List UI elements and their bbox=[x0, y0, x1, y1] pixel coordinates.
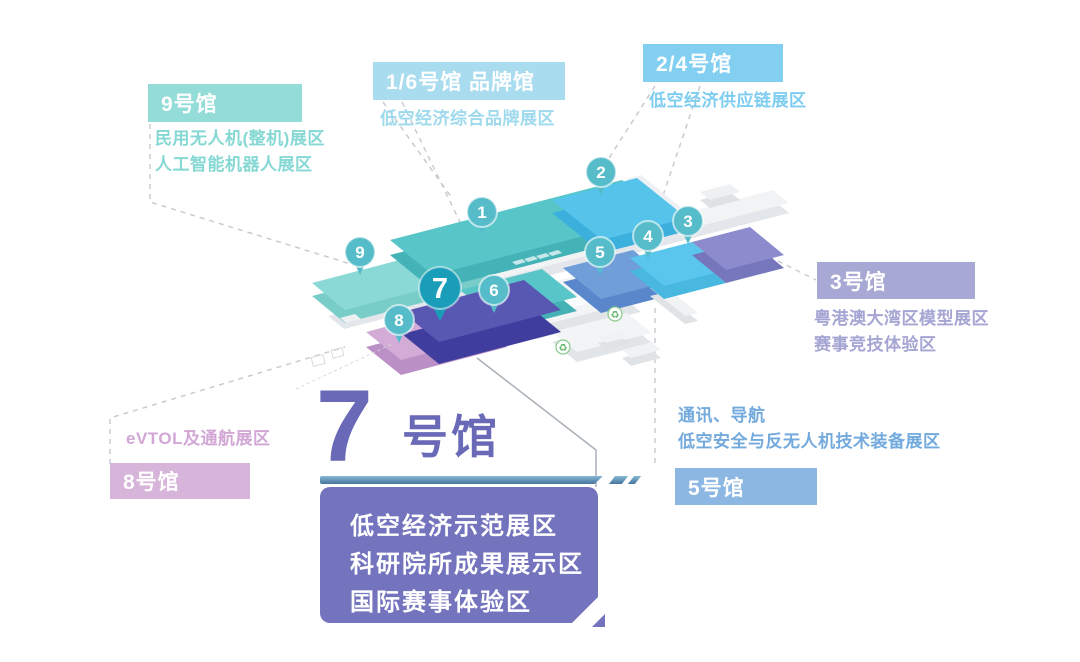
map-pin-5: 5 bbox=[584, 236, 616, 275]
hall5-title-badge: 5号馆 bbox=[675, 468, 817, 505]
connector-hall9 bbox=[149, 124, 358, 267]
hall9-title-badge: 9号馆 bbox=[148, 84, 302, 122]
connector-hall2 bbox=[603, 85, 656, 167]
pin-6-number: 6 bbox=[489, 281, 498, 300]
hall7-info-box: 低空经济示范展区 科研院所成果展示区 国际赛事体验区 bbox=[320, 487, 598, 623]
pin-4-number: 4 bbox=[643, 227, 653, 246]
pin-5-number: 5 bbox=[595, 243, 604, 262]
hall3-desc-line: 赛事竞技体验区 bbox=[814, 335, 937, 354]
hall7-desc-line: 科研院所成果展示区 bbox=[350, 551, 584, 578]
north-gate-block bbox=[700, 184, 740, 208]
map-pin-3: 3 bbox=[672, 205, 704, 244]
green-recycle-icon: ♻ bbox=[555, 339, 571, 355]
entrance-sketch bbox=[295, 343, 393, 390]
hall7-suffix: 号馆 bbox=[402, 411, 500, 463]
hall3-title-badge: 3号馆 bbox=[817, 262, 975, 299]
green-recycle-icon: ♻ bbox=[607, 306, 623, 322]
hall9-desc-line: 民用无人机(整机)展区 bbox=[155, 129, 325, 148]
hall24-description: 低空经济供应链展区 bbox=[649, 88, 807, 114]
map-pin-2: 2 bbox=[585, 156, 617, 195]
hall24-desc-line: 低空经济供应链展区 bbox=[649, 91, 807, 110]
hall16-description: 低空经济综合品牌展区 bbox=[380, 106, 555, 132]
map-pins: 9 1 2 3 4 bbox=[344, 156, 704, 343]
hall8-description: eVTOL及通航展区 bbox=[126, 426, 270, 452]
hall-1-skylights bbox=[512, 250, 562, 265]
map-pin-7: 7 bbox=[418, 266, 462, 321]
hall7-big-number: 7 bbox=[316, 369, 373, 483]
pin-7-number: 7 bbox=[432, 273, 448, 305]
hall16-title-badge: 1/6号馆 品牌馆 bbox=[373, 62, 565, 100]
hall7-corner-sliver bbox=[592, 614, 605, 627]
hall5-desc-line: 通讯、导航 bbox=[678, 406, 766, 425]
hall7-leader-line bbox=[476, 357, 597, 487]
svg-text:♻: ♻ bbox=[611, 310, 620, 321]
pin-1-number: 1 bbox=[477, 203, 486, 222]
hall9-desc-line: 人工智能机器人展区 bbox=[155, 155, 313, 174]
hall8-desc-line: eVTOL及通航展区 bbox=[126, 429, 271, 448]
hall9-description: 民用无人机(整机)展区 人工智能机器人展区 bbox=[155, 126, 325, 178]
hall8-title-badge: 8号馆 bbox=[110, 463, 250, 499]
map-pin-8: 8 bbox=[383, 304, 415, 343]
map-pin-9: 9 bbox=[344, 236, 376, 275]
pin-3-number: 3 bbox=[683, 212, 692, 231]
hall-7-slab bbox=[402, 280, 561, 364]
pin-8-number: 8 bbox=[394, 311, 403, 330]
map-pin-1: 1 bbox=[466, 196, 498, 235]
hall7-underline bbox=[320, 476, 603, 484]
map-pin-6: 6 bbox=[478, 274, 510, 313]
small-blocks bbox=[340, 314, 661, 366]
hall16-desc-line: 低空经济综合品牌展区 bbox=[380, 109, 555, 128]
hall24-title-badge: 2/4号馆 bbox=[643, 44, 783, 82]
pin-9-number: 9 bbox=[355, 243, 364, 262]
hall7-desc-line: 国际赛事体验区 bbox=[350, 589, 532, 616]
hall3-description: 粤港澳大湾区模型展区 赛事竞技体验区 bbox=[814, 306, 989, 358]
hall5-desc-line: 低空安全与反无人机技术装备展区 bbox=[678, 432, 941, 451]
hall3-desc-line: 粤港澳大湾区模型展区 bbox=[814, 309, 989, 328]
svg-text:♻: ♻ bbox=[559, 343, 568, 354]
hall7-desc-line: 低空经济示范展区 bbox=[350, 513, 558, 540]
map-pin-4: 4 bbox=[632, 220, 664, 259]
hall5-description: 通讯、导航 低空安全与反无人机技术装备展区 bbox=[678, 403, 941, 455]
pin-2-number: 2 bbox=[596, 163, 605, 182]
hall-3-slab bbox=[692, 227, 784, 283]
